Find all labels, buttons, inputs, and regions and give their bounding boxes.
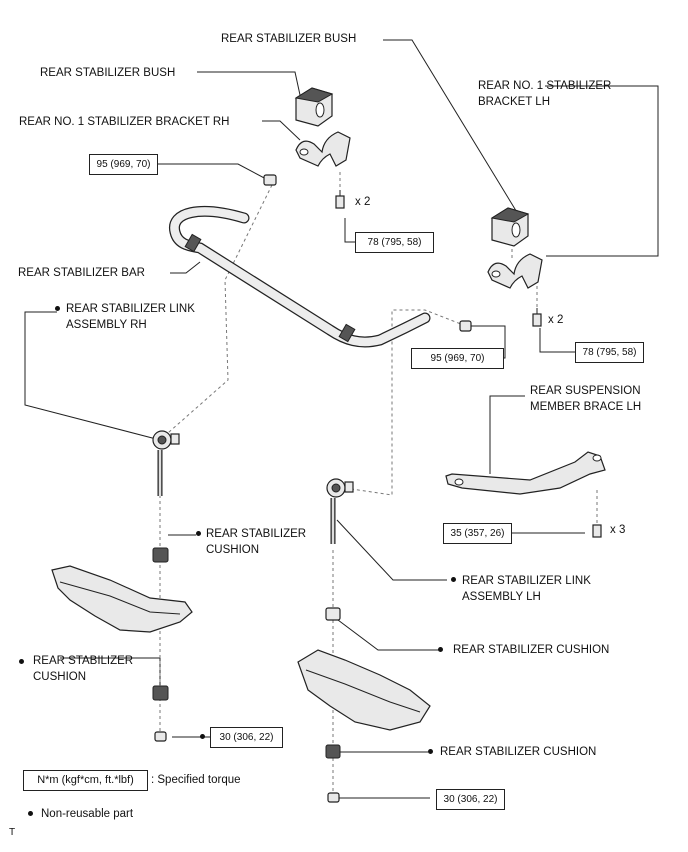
label-stabilizer-bar: REAR STABILIZER BAR <box>18 267 145 279</box>
bolt-bracket-lh <box>532 308 542 327</box>
label-cushion-rh-lower-line2: CUSHION <box>33 671 87 683</box>
label-cushion-rh-lower-line1: REAR STABILIZER <box>33 655 134 667</box>
label-link-rh-line2: ASSEMBLY RH <box>66 319 147 331</box>
label-link-rh: REAR STABILIZER LINK ASSEMBLY RH <box>66 301 195 333</box>
torque-nut-lh-top: 95 (969, 70) <box>411 348 504 369</box>
qty-bracket-rh-bolts: x 2 <box>355 196 371 208</box>
torque-nut-rh-bottom: 30 (306, 22) <box>210 727 283 748</box>
label-rear-stabilizer-bush-left: REAR STABILIZER BUSH <box>40 67 176 79</box>
nut-lh-top <box>459 320 472 332</box>
rear-no1-stabilizer-bracket-rh <box>295 131 351 167</box>
label-cushion-lh-upper: REAR STABILIZER CUSHION <box>453 644 610 656</box>
legend-bullet <box>28 811 33 816</box>
lower-arm-lh <box>297 649 431 731</box>
nut-rh-bottom <box>154 731 167 742</box>
label-cushion-rh-upper-line2: CUSHION <box>206 544 260 556</box>
label-brace-line1: REAR SUSPENSION <box>530 385 641 397</box>
torque-bolt-bracket-rh: 78 (795, 58) <box>355 232 434 253</box>
qty-bracket-lh-bolts: x 2 <box>548 314 564 326</box>
label-link-lh-line2: ASSEMBLY LH <box>462 591 541 603</box>
rear-suspension-member-brace-lh <box>445 451 606 495</box>
rear-stabilizer-bush-rh <box>294 87 334 127</box>
label-bracket-lh-line2: BRACKET LH <box>478 96 551 108</box>
corner-mark: T <box>9 827 16 838</box>
label-cushion-rh-upper: REAR STABILIZER CUSHION <box>206 526 306 558</box>
rear-stabilizer-link-rh <box>152 430 180 496</box>
legend-nonreusable: Non-reusable part <box>41 808 134 820</box>
rear-no1-stabilizer-bracket-lh <box>487 253 543 289</box>
bolt-brace <box>592 524 602 538</box>
nonreusable-bullet <box>451 577 456 582</box>
torque-nut-rh-top: 95 (969, 70) <box>89 154 158 175</box>
torque-bolt-brace: 35 (357, 26) <box>443 523 512 544</box>
nonreusable-bullet <box>428 749 433 754</box>
leader-lines <box>24 39 659 799</box>
label-bracket-rh: REAR NO. 1 STABILIZER BRACKET RH <box>19 116 230 128</box>
qty-brace-bolts: x 3 <box>610 524 626 536</box>
legend-torque-unit-box: N*m (kgf*cm, ft.*lbf) <box>23 770 148 791</box>
label-rear-stabilizer-bush-top: REAR STABILIZER BUSH <box>221 33 357 45</box>
label-member-brace: REAR SUSPENSION MEMBER BRACE LH <box>530 383 641 415</box>
label-link-lh-line1: REAR STABILIZER LINK <box>462 575 591 587</box>
label-link-lh: REAR STABILIZER LINK ASSEMBLY LH <box>462 573 591 605</box>
nonreusable-bullet <box>55 306 60 311</box>
torque-nut-lh-bottom: 30 (306, 22) <box>436 789 505 810</box>
rear-stabilizer-bar <box>169 206 431 348</box>
rear-stabilizer-link-lh <box>326 478 354 544</box>
bolt-bracket-rh <box>335 190 345 209</box>
legend-torque-desc: : Specified torque <box>151 774 241 786</box>
nonreusable-bullet <box>438 647 443 652</box>
label-bracket-lh-line1: REAR NO. 1 STABILIZER <box>478 80 612 92</box>
cushion-lh-upper <box>325 607 341 621</box>
torque-bolt-bracket-lh: 78 (795, 58) <box>575 342 644 363</box>
cushion-lh-lower <box>325 744 341 759</box>
nut-rh-top <box>263 174 277 186</box>
label-cushion-rh-lower: REAR STABILIZER CUSHION <box>33 653 133 685</box>
cushion-rh-lower <box>152 685 169 701</box>
label-cushion-lh-lower: REAR STABILIZER CUSHION <box>440 746 597 758</box>
label-link-rh-line1: REAR STABILIZER LINK <box>66 303 195 315</box>
rear-stabilizer-bush-lh <box>490 207 530 247</box>
nonreusable-bullet <box>200 734 205 739</box>
nut-lh-bottom <box>327 792 340 803</box>
nonreusable-bullet <box>196 531 201 536</box>
lower-arm-rh <box>51 565 193 633</box>
label-cushion-rh-upper-line1: REAR STABILIZER <box>206 528 307 540</box>
cushion-rh-upper <box>152 547 169 563</box>
label-brace-line2: MEMBER BRACE LH <box>530 401 642 413</box>
label-bracket-lh: REAR NO. 1 STABILIZER BRACKET LH <box>478 78 611 110</box>
nonreusable-bullet <box>19 659 24 664</box>
